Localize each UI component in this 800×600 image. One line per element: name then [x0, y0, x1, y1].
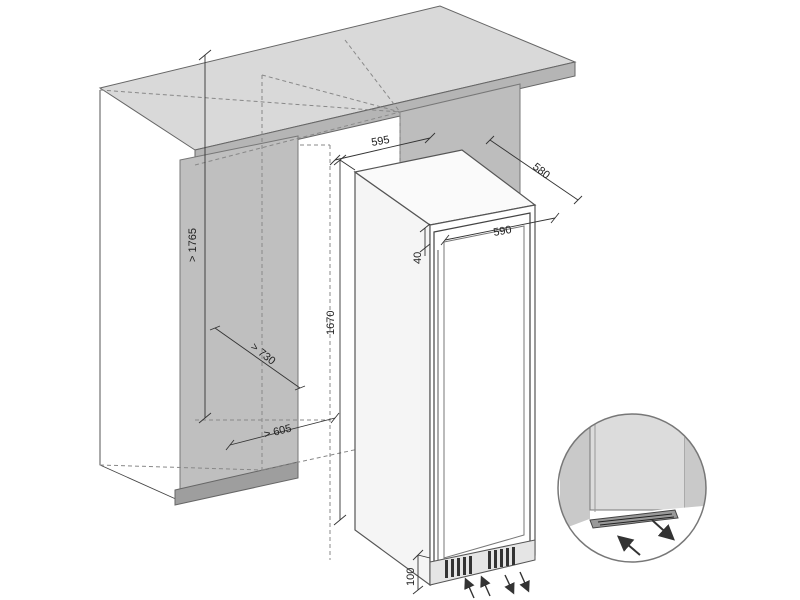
- dimension-lines: [198, 49, 583, 595]
- air-exhaust-arrow-2: [519, 571, 530, 593]
- dim-appliance-depth: 580: [530, 161, 552, 182]
- niche-outline: [99, 39, 401, 560]
- air-exhaust-arrow-1: [504, 574, 515, 595]
- appliance-door: [433, 212, 531, 573]
- left-cabinet-outline: [99, 90, 179, 501]
- appliance-door-inner: [443, 225, 525, 559]
- dim-door-offset: 40: [412, 252, 424, 264]
- appliance-side-face: [354, 170, 431, 587]
- detail-zoom-circle: [557, 413, 707, 563]
- left-cabinet-base: [174, 461, 299, 506]
- left-cabinet-gray-side: [179, 135, 299, 496]
- air-intake-arrow-1: [464, 577, 475, 599]
- dim-appliance-height: 1670: [325, 311, 337, 335]
- dim-cabinet-height: > 1765: [187, 228, 199, 262]
- wine-cooler-appliance: [353, 149, 537, 587]
- detail-appliance-body: [589, 414, 686, 511]
- air-intake-arrow-2: [480, 575, 491, 597]
- detail-intake-arrow: [616, 535, 641, 556]
- detail-exhaust-arrow: [651, 519, 675, 541]
- dim-door-width: 590: [492, 224, 512, 239]
- dim-plinth-height: 100: [405, 568, 417, 586]
- ventilation-grille-right: [488, 547, 515, 569]
- ventilation-grille-left: [445, 556, 472, 578]
- airflow-arrows: [464, 571, 530, 599]
- dim-appliance-width: 595: [370, 134, 390, 149]
